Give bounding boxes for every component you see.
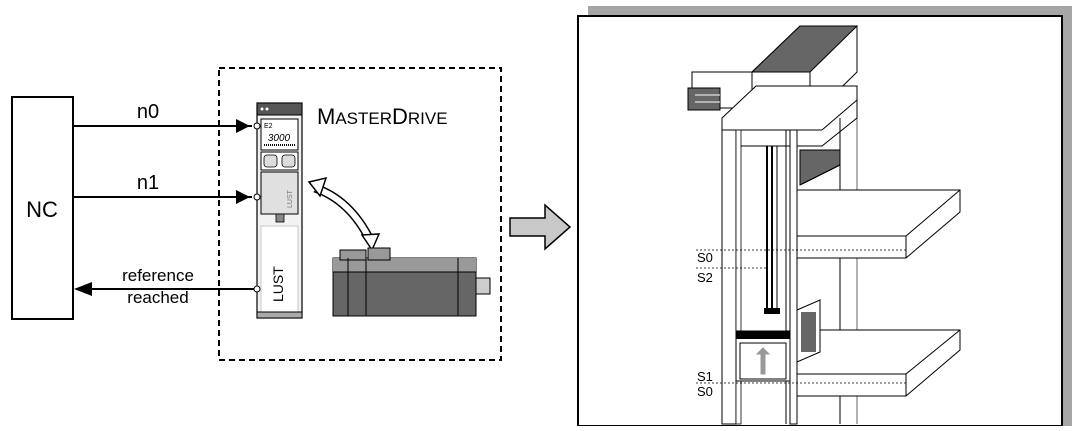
lower-shelf — [796, 329, 961, 397]
drive-device: E2 3000 LUST LUST — [253, 102, 303, 319]
servo-motor — [332, 247, 491, 317]
lift-frame — [721, 85, 858, 425]
bidirectional-link-arrow — [307, 176, 381, 252]
signal-n0: n0 — [73, 101, 252, 133]
marker-s0-top: S0 — [697, 250, 713, 265]
signal-n0-label: n0 — [137, 101, 159, 123]
transition-arrow — [509, 203, 572, 251]
feedback-label-line1: reference — [122, 266, 194, 285]
marker-s1: S1 — [697, 369, 713, 384]
nc-label: NC — [26, 197, 58, 222]
display-small-text: E2 — [264, 123, 273, 130]
device-cover-brand: LUST — [287, 189, 294, 208]
signal-n1: n1 — [73, 172, 252, 204]
feedback-reference-reached: reference reached — [74, 266, 256, 307]
device-main-brand: LUST — [270, 266, 286, 302]
feedback-label-line2: reached — [127, 288, 188, 307]
signal-n1-label: n1 — [137, 172, 159, 194]
marker-s0-bottom: S0 — [697, 384, 713, 399]
nc-block: NC — [11, 96, 74, 320]
marker-s2: S2 — [697, 270, 713, 285]
lift-rods — [764, 146, 780, 314]
upper-shelf — [796, 189, 961, 259]
lift-car — [735, 299, 821, 382]
display-value-text: 3000 — [268, 133, 291, 144]
position-markers: S0 S2 S1 S0 — [696, 249, 908, 399]
masterdrive-boundary — [218, 67, 502, 361]
masterdrive-label: MASTERDRIVE — [317, 104, 448, 129]
